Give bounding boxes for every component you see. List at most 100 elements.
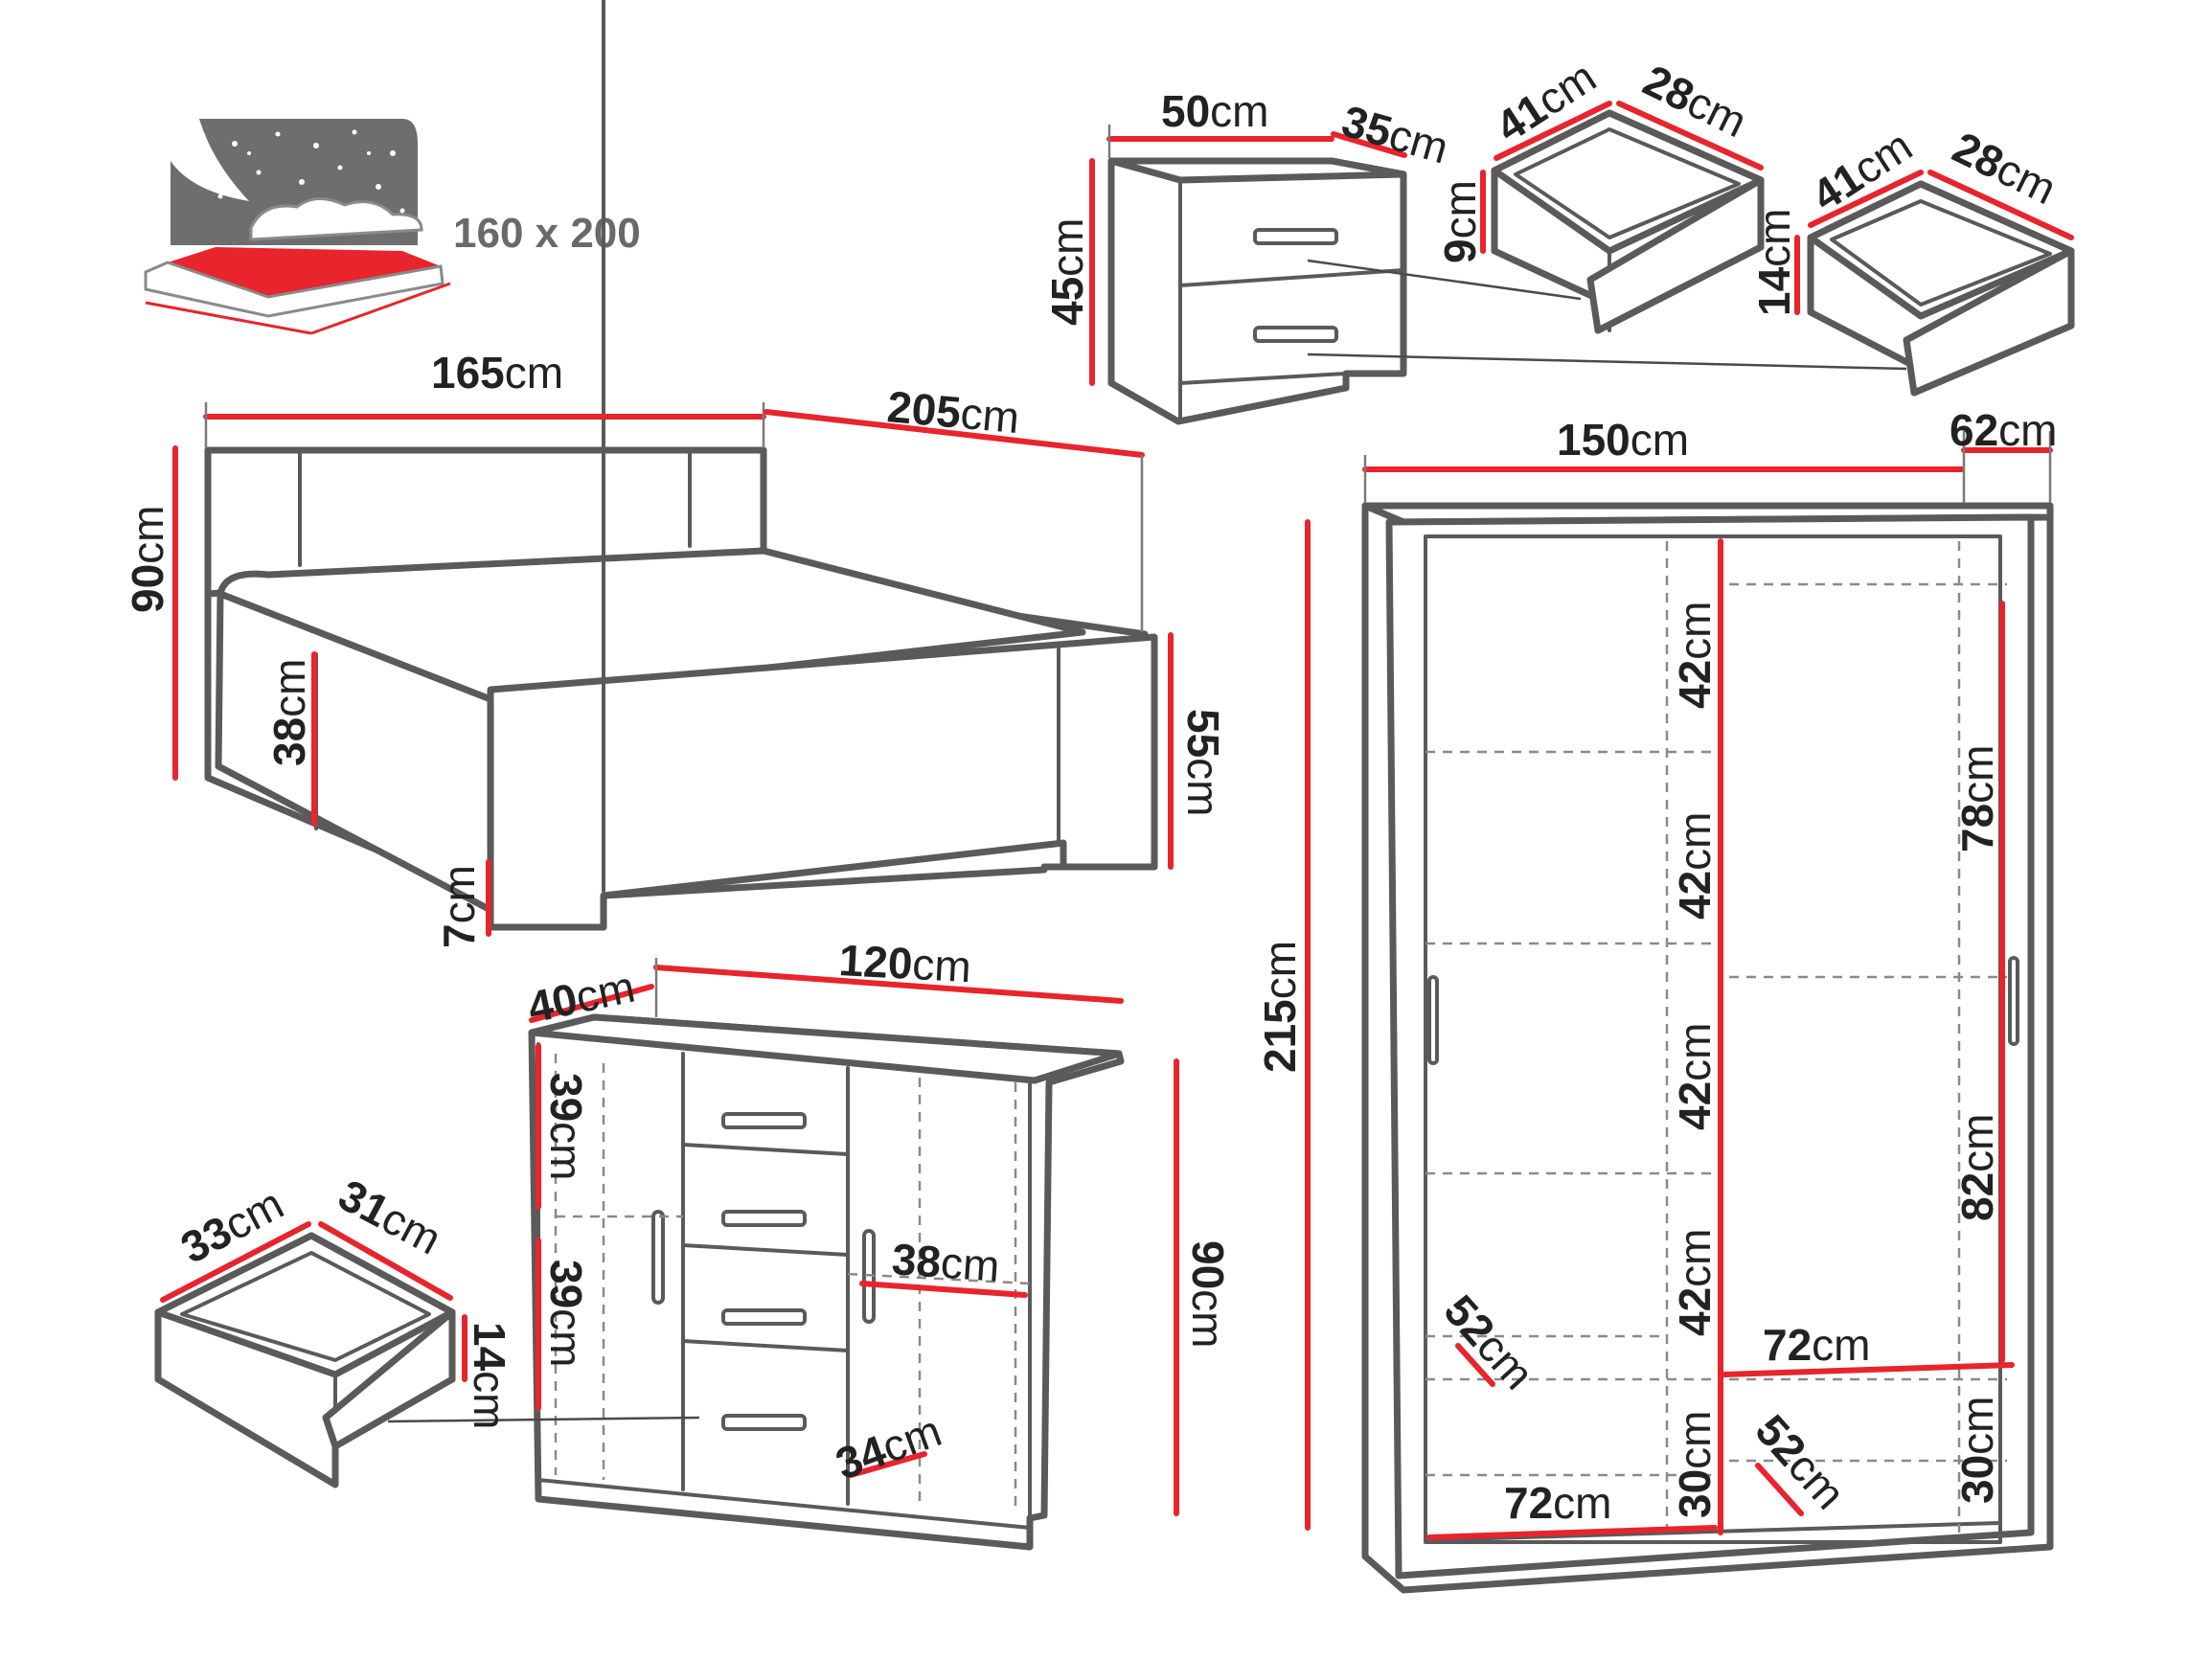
chest-width-unit: cm (911, 939, 972, 991)
wardrobe-shelf-1-unit: cm (1670, 602, 1720, 660)
svg-text:50cm: 50cm (1161, 86, 1269, 136)
chest-width-value: 120 (837, 935, 913, 989)
bed-width-unit: cm (505, 348, 563, 398)
chest-upper-shelf-value: 39 (541, 1073, 591, 1122)
nightstand-drawer-large-height-value: 14 (1749, 266, 1799, 316)
wardrobe-right-bottom-value: 30 (1952, 1455, 2002, 1504)
wardrobe-right-width-value: 72 (1763, 1320, 1812, 1370)
wardrobe-shelf-3-value: 42 (1670, 1081, 1720, 1130)
svg-text:14cm: 14cm (465, 1322, 514, 1430)
chest-height-value: 90 (1183, 1240, 1233, 1289)
svg-text:9cm: 9cm (1435, 180, 1485, 263)
svg-text:39cm: 39cm (541, 1073, 591, 1181)
wardrobe: 150cm 62cm 215cm 42cm 42cm 42cm 42cm 30c… (1255, 405, 2058, 1594)
chest-inner-width-value: 38 (890, 1234, 943, 1286)
wardrobe-right-lower-unit: cm (1952, 1114, 2002, 1172)
wardrobe-right-upper-value: 78 (1952, 804, 2002, 852)
wardrobe-shelf-1-value: 42 (1670, 660, 1720, 709)
nightstand-height-unit: cm (1042, 218, 1092, 277)
chest-of-drawers: 120cm 40cm 90cm 39cm 39cm 38cm 34cm (387, 935, 1233, 1551)
nightstand-drawer-large-height-unit: cm (1749, 209, 1799, 267)
wardrobe-shelf-2-unit: cm (1670, 812, 1720, 871)
nightstand-drawer-small: 41cm 28cm 9cm (1435, 52, 1765, 334)
bed-height-value: 90 (123, 564, 172, 613)
bed-leg-height-unit: cm (434, 865, 484, 923)
svg-text:78cm: 78cm (1952, 745, 2002, 853)
bed-leg-height-value: 7 (434, 923, 484, 948)
wardrobe-bottom-left-unit: cm (1670, 1411, 1720, 1469)
wardrobe-left-width-value: 72 (1504, 1478, 1553, 1528)
svg-text:31cm: 31cm (331, 1170, 449, 1264)
chest-drawer-height-value: 14 (465, 1322, 514, 1372)
wardrobe-height-value: 215 (1255, 999, 1305, 1073)
chest-drawer-height-unit: cm (465, 1371, 514, 1429)
bed-length-unit: cm (959, 388, 1022, 443)
svg-text:90cm: 90cm (1183, 1240, 1233, 1349)
svg-text:39cm: 39cm (541, 1260, 591, 1368)
wardrobe-right-lower-value: 82 (1952, 1172, 2002, 1221)
nightstand-height-value: 45 (1042, 277, 1092, 326)
bed-length-value: 205 (885, 381, 963, 437)
chest-lower-shelf-unit: cm (541, 1308, 591, 1367)
chest-depth-value: 40 (523, 973, 582, 1033)
wardrobe-shelf-3-unit: cm (1670, 1023, 1720, 1081)
svg-text:215cm: 215cm (1255, 941, 1305, 1073)
svg-text:82cm: 82cm (1952, 1114, 2002, 1222)
svg-text:72cm: 72cm (1504, 1478, 1612, 1528)
wardrobe-depth-unit: cm (1998, 405, 2057, 455)
svg-text:42cm: 42cm (1670, 1023, 1720, 1131)
svg-text:38cm: 38cm (264, 659, 314, 767)
nightstand: 50cm 35cm 45cm (1042, 86, 1907, 425)
svg-text:120cm: 120cm (837, 935, 972, 991)
bed-side-height-value: 38 (264, 717, 314, 766)
svg-text:42cm: 42cm (1670, 602, 1720, 710)
bed-side-height-unit: cm (264, 659, 314, 717)
wardrobe-left-width-unit: cm (1553, 1478, 1611, 1528)
svg-text:45cm: 45cm (1042, 218, 1092, 327)
mattress-size-label: 160 x 200 (453, 210, 641, 257)
nightstand-drawer-small-height-unit: cm (1435, 180, 1485, 239)
svg-text:72cm: 72cm (1763, 1320, 1871, 1370)
bed-height-unit: cm (123, 506, 172, 564)
bed-width-value: 165 (431, 348, 505, 398)
chest-inner-width-unit: cm (939, 1238, 1001, 1291)
svg-text:62cm: 62cm (1950, 405, 2058, 455)
wardrobe-depth-value: 62 (1950, 405, 1998, 455)
nightstand-width-unit: cm (1210, 86, 1268, 136)
chest-depth-unit: cm (571, 962, 639, 1023)
nightstand-depth-unit: cm (1383, 109, 1453, 173)
chest-height-unit: cm (1183, 1289, 1233, 1348)
wardrobe-shelf-4-unit: cm (1670, 1229, 1720, 1287)
wardrobe-right-width-unit: cm (1812, 1320, 1870, 1370)
bed: 165cm 205cm 90cm 38cm 55cm 7cm (123, 0, 1228, 948)
chest-lower-shelf-value: 39 (541, 1260, 591, 1308)
svg-text:7cm: 7cm (434, 865, 484, 948)
wardrobe-shelf-4-value: 42 (1670, 1287, 1720, 1336)
nightstand-drawer-small-height-value: 9 (1435, 239, 1485, 263)
bed-foot-height-value: 55 (1178, 709, 1228, 758)
wardrobe-right-upper-unit: cm (1952, 745, 2002, 804)
nightstand-width-value: 50 (1161, 86, 1210, 136)
wardrobe-shelf-2-value: 42 (1670, 871, 1720, 920)
bed-foot-height-unit: cm (1178, 758, 1228, 816)
wardrobe-height-unit: cm (1255, 941, 1305, 999)
svg-text:30cm: 30cm (1670, 1411, 1720, 1519)
svg-text:38cm: 38cm (890, 1234, 1001, 1291)
chest-upper-shelf-unit: cm (541, 1122, 591, 1180)
svg-text:35cm: 35cm (1336, 96, 1453, 173)
bed-icon: 160 x 200 (144, 119, 641, 335)
svg-text:205cm: 205cm (885, 381, 1021, 443)
nightstand-drawer-large: 41cm 28cm 14cm (1749, 121, 2075, 397)
svg-text:30cm: 30cm (1952, 1397, 2002, 1505)
svg-text:42cm: 42cm (1670, 812, 1720, 920)
svg-text:14cm: 14cm (1749, 209, 1799, 317)
svg-text:40cm: 40cm (523, 962, 639, 1033)
wardrobe-width-value: 150 (1557, 415, 1630, 465)
wardrobe-bottom-left-value: 30 (1670, 1469, 1720, 1518)
svg-text:165cm: 165cm (431, 348, 563, 398)
svg-text:55cm: 55cm (1178, 709, 1228, 817)
svg-text:150cm: 150cm (1557, 415, 1689, 465)
svg-text:42cm: 42cm (1670, 1229, 1720, 1337)
chest-drawer: 33cm 31cm 14cm (154, 1170, 514, 1489)
